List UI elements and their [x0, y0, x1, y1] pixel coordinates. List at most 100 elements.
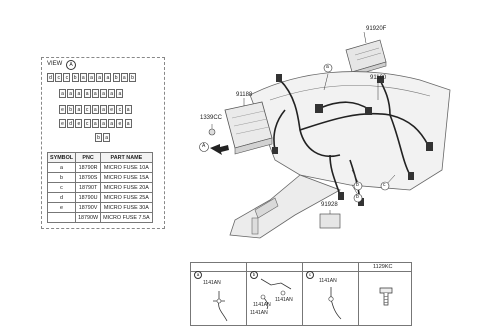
- fuse-slot: a: [108, 89, 116, 98]
- fuse-slot: e: [59, 105, 66, 114]
- connectors: [272, 74, 433, 206]
- marker-b-label: b: [356, 182, 359, 188]
- fuse-slot: d: [47, 73, 54, 82]
- fuse-slot: a: [103, 133, 111, 142]
- part-label-91100: 91100: [370, 75, 387, 81]
- fuse-slot: e: [108, 105, 116, 114]
- fuse-slot: a: [75, 105, 83, 114]
- fuse-slot: a: [96, 73, 104, 82]
- table-cell: c: [46, 182, 77, 193]
- fuse-slot: a: [104, 73, 112, 82]
- view-marker: A: [66, 60, 76, 70]
- junction-block-illustration: [224, 101, 273, 155]
- clip-icon: [260, 278, 292, 310]
- legend-part: 1141AN: [275, 297, 293, 303]
- legend-marker: a: [194, 271, 202, 279]
- fuse-slot: a: [116, 89, 124, 98]
- fuse-slot: a: [91, 89, 99, 98]
- fuse-slot: a: [59, 89, 66, 98]
- fuse-slot: e: [116, 119, 124, 128]
- fuse-slot: a: [79, 73, 87, 82]
- fuse-slot: a: [67, 89, 75, 98]
- legend-part: 1141AN: [319, 278, 337, 284]
- bolt-icon: [379, 287, 393, 306]
- table-cell: 18790R: [75, 162, 102, 173]
- marker-A-label: A: [202, 143, 206, 149]
- relay-box-illustration: [345, 39, 387, 77]
- table-cell: b: [46, 172, 77, 183]
- marker-c-label: c: [383, 182, 386, 188]
- table-cell: MICRO FUSE 15A: [100, 172, 153, 183]
- fuse-slot: b: [129, 73, 136, 82]
- fuse-slot: a: [120, 73, 128, 82]
- bolt-illustration: [208, 128, 216, 136]
- part-label-91188: 91188: [236, 92, 253, 98]
- table-cell: 18790W: [75, 212, 102, 223]
- fuse-slot: a: [88, 73, 95, 82]
- marker-a-label: a: [326, 64, 329, 70]
- legend-part: 1141AN: [203, 280, 221, 286]
- table-cell: MICRO FUSE 20A: [100, 182, 153, 193]
- dashboard-illustration: [229, 71, 451, 239]
- table-cell: MICRO FUSE 10A: [100, 162, 153, 173]
- legend-col-c: c 1141AN: [303, 263, 359, 325]
- fuse-slot: a: [124, 105, 132, 114]
- column-header: SYMBOL: [46, 152, 77, 163]
- fuse-slot: c: [83, 105, 91, 114]
- fuse-slot: e: [75, 119, 83, 128]
- legend-col-a: a 1141AN: [191, 263, 247, 325]
- fuse-slot: a: [100, 89, 107, 98]
- part-label-1339CC: 1339CC: [200, 115, 223, 121]
- table-cell: a: [46, 162, 77, 173]
- view-arrow: [210, 144, 229, 155]
- table-cell: 18790S: [75, 172, 102, 183]
- table-cell: 18790V: [75, 202, 102, 213]
- clip-icon: [213, 291, 228, 322]
- fuse-slot: a: [108, 119, 116, 128]
- view-title: VIEW: [47, 61, 63, 67]
- table-cell: [46, 212, 77, 223]
- legend-col-b: b 1141AN 1141AN 1141AN: [247, 263, 303, 325]
- fuse-slot: a: [91, 119, 99, 128]
- fuse-slot: a: [83, 89, 91, 98]
- fuse-slot: a: [91, 105, 99, 114]
- fuse-slot: e: [59, 119, 66, 128]
- fuse-view-panel: [41, 57, 165, 229]
- part-label-91928: 91928: [321, 202, 338, 208]
- table-cell: MICRO FUSE 30A: [100, 202, 153, 213]
- legend-header: [191, 263, 411, 272]
- legend-part: 1141AN: [253, 302, 271, 308]
- marker-circles: [199, 63, 390, 203]
- legend-col-bolt: 1129KC: [359, 263, 413, 325]
- legend-header-label: 1129KC: [373, 264, 393, 270]
- fuse-slot: b: [67, 105, 75, 114]
- harness-wires: [273, 79, 429, 201]
- legend-marker: b: [250, 271, 258, 279]
- clip-legend: a 1141AN b 1141AN 1141AN 1141AN c 1141AN…: [190, 262, 412, 326]
- legend-marker: c: [306, 271, 314, 279]
- table-cell: MICRO FUSE 25A: [100, 192, 153, 203]
- fuse-slot: a: [100, 105, 107, 114]
- table-cell: 18790T: [75, 182, 102, 193]
- column-header: PART NAME: [100, 152, 153, 163]
- column-header: PNC: [75, 152, 102, 163]
- module-illustration: [319, 213, 341, 229]
- table-cell: e: [46, 202, 77, 213]
- marker-b-label: b: [356, 194, 359, 200]
- fuse-slot: b: [71, 73, 79, 82]
- part-label-91920F: 91920F: [366, 26, 387, 32]
- fuse-slot: c: [63, 73, 71, 82]
- clip-icon: [328, 287, 342, 320]
- fuse-slot: c: [116, 105, 124, 114]
- fuse-slot: b: [95, 133, 102, 142]
- table-cell: 18790U: [75, 192, 102, 203]
- fuse-slot: a: [124, 119, 132, 128]
